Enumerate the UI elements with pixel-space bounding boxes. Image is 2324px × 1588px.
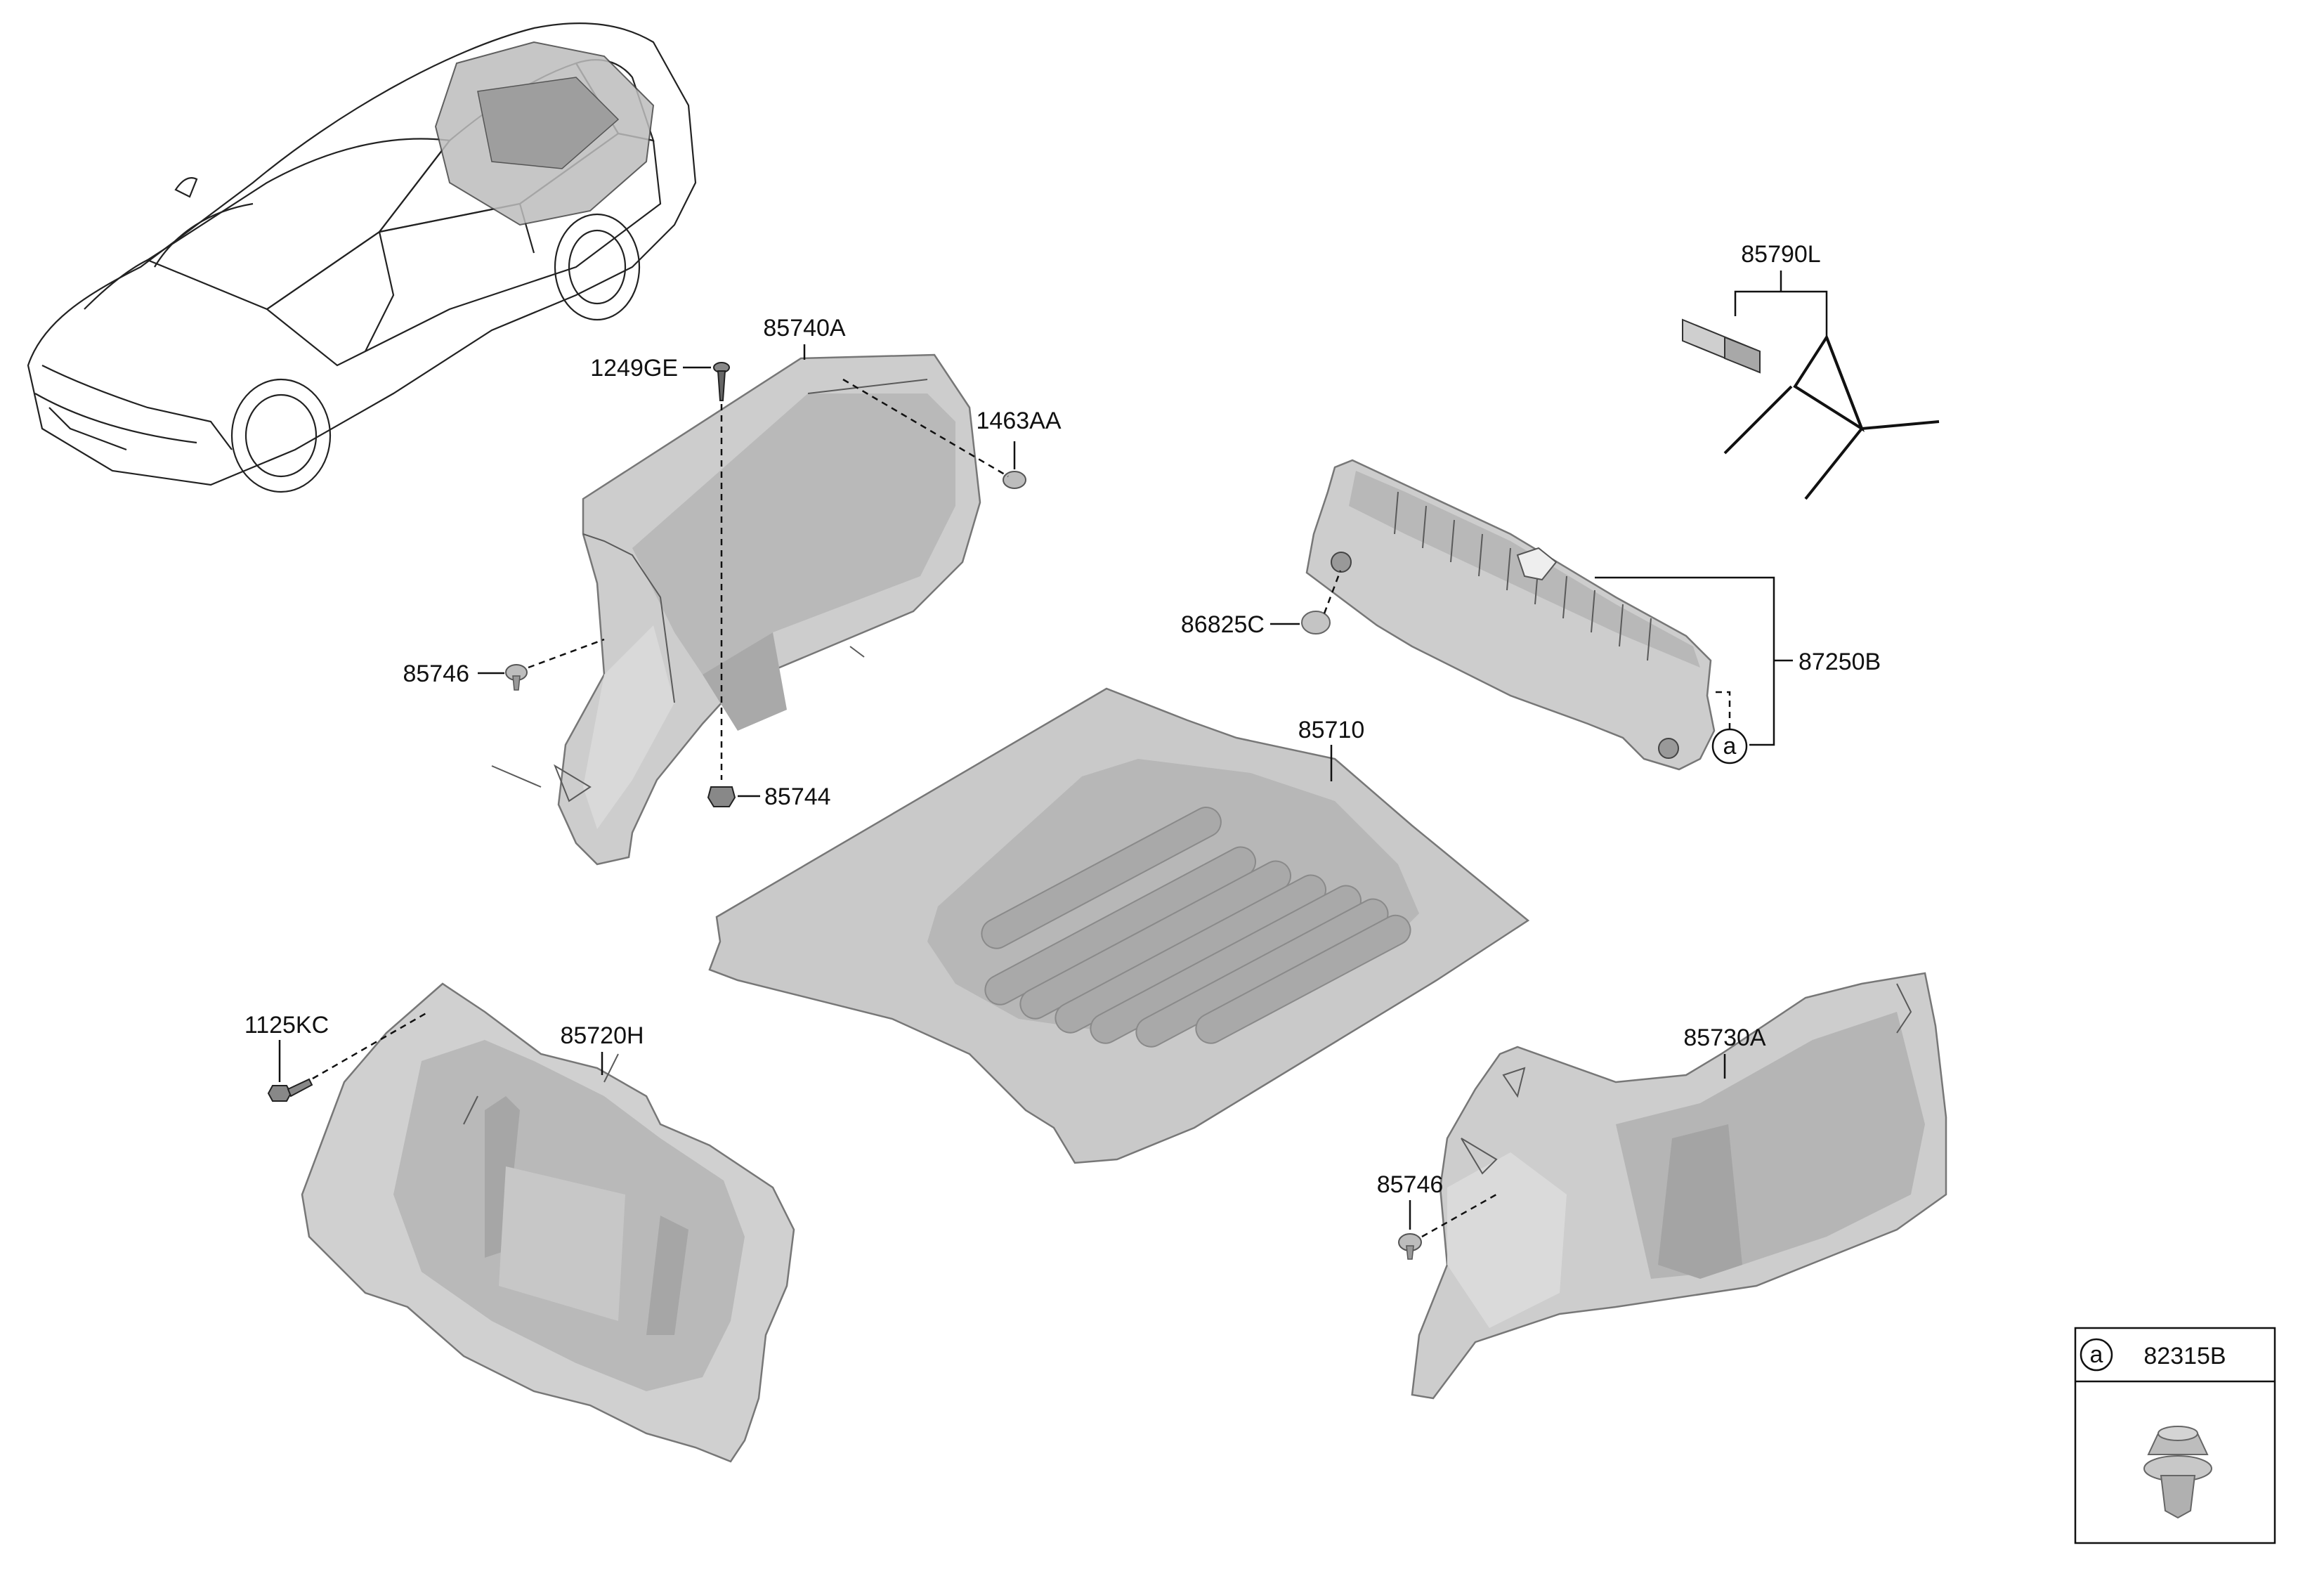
label-85746-right: 85746 xyxy=(1377,1171,1444,1198)
trunk-partition-85720H xyxy=(301,982,795,1463)
bolt-1125KC-icon xyxy=(267,1078,313,1102)
leader-85790L xyxy=(1734,290,1828,337)
warning-triangle-kit-illustration xyxy=(1682,318,1940,500)
label-85740A: 85740A xyxy=(763,315,846,341)
label-85720H: 85720H xyxy=(560,1022,644,1049)
label-1125KC: 1125KC xyxy=(244,1012,329,1039)
label-85710: 85710 xyxy=(1298,717,1365,743)
clip-85746-right-icon xyxy=(1398,1233,1422,1260)
dash-1463AA xyxy=(842,378,1009,478)
label-86825C: 86825C xyxy=(1181,611,1265,638)
label-85730A: 85730A xyxy=(1683,1024,1766,1051)
dash-86825C xyxy=(1323,570,1342,614)
dash-marker-a xyxy=(1714,691,1731,729)
legend-box: a 82315B xyxy=(2074,1327,2276,1544)
legend-marker-label: a xyxy=(2090,1341,2103,1368)
legend-part-number: 82315B xyxy=(2143,1343,2226,1369)
label-1249GE: 1249GE xyxy=(590,355,678,382)
clip-1463AA-icon xyxy=(1003,471,1026,489)
trunk-floor-mat-85710 xyxy=(708,687,1530,1164)
plug-86825C-icon xyxy=(1301,611,1331,634)
screw-1249GE-icon xyxy=(713,362,730,401)
nut-85744-icon xyxy=(707,786,736,807)
trunk-sill-trim-87250B xyxy=(1305,459,1716,771)
legend-marker-circle xyxy=(2080,1338,2113,1372)
label-85744: 85744 xyxy=(764,783,831,810)
clip-85746-left-icon xyxy=(505,664,528,691)
trunk-trim-left-85740A xyxy=(491,353,981,866)
label-85746-left: 85746 xyxy=(403,660,469,687)
marker-a-label: a xyxy=(1723,733,1737,760)
trunk-trim-right-85730A xyxy=(1411,972,1947,1400)
push-clip-82315B-icon xyxy=(2143,1426,2212,1519)
label-87250B: 87250B xyxy=(1799,649,1881,675)
label-85790L: 85790L xyxy=(1741,241,1820,268)
dash-85746-left xyxy=(528,638,605,669)
label-1463AA: 1463AA xyxy=(977,408,1062,434)
vehicle-overview-illustration xyxy=(27,22,697,493)
dash-85746-right xyxy=(1421,1193,1497,1238)
